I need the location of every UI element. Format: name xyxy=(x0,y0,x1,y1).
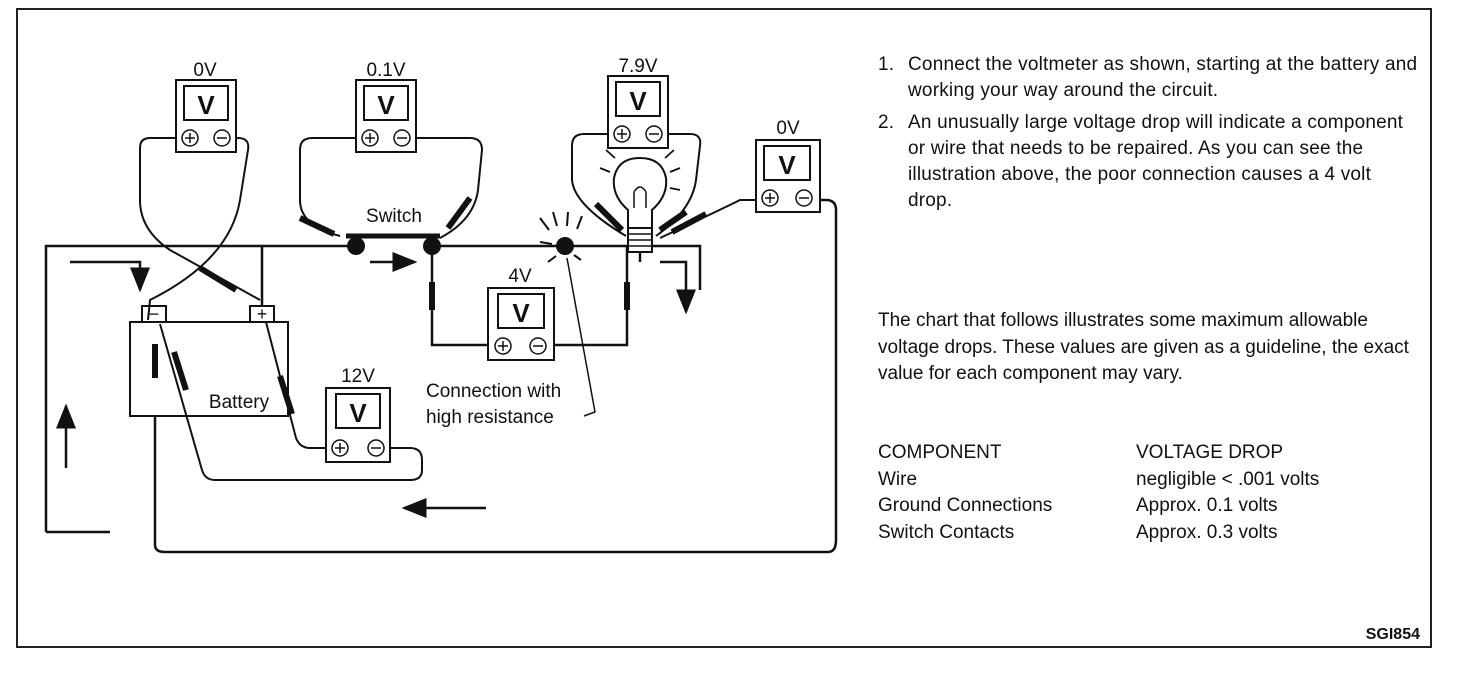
voltmeter-battery: 12V V xyxy=(325,366,391,463)
table-cell-voltage-drop: Approx. 0.1 volts xyxy=(1136,495,1278,517)
meter-symbol: V xyxy=(377,90,395,120)
voltage-drop-table: COMPONENT VOLTAGE DROP Wire negligible <… xyxy=(878,440,1319,546)
table-row: Wire negligible < .001 volts xyxy=(878,467,1319,494)
table-row: Switch Contacts Approx. 0.3 volts xyxy=(878,520,1319,547)
table-header-voltage-drop: VOLTAGE DROP xyxy=(1136,442,1284,464)
switch: Switch xyxy=(346,206,441,255)
battery-positive-terminal: + xyxy=(257,304,268,324)
step-number: 1. xyxy=(878,54,895,75)
figure-frame xyxy=(16,8,1432,648)
battery-negative-terminal: − xyxy=(149,304,160,324)
voltmeter-ground: 0V V xyxy=(755,118,821,213)
meter-reading: 0.1V xyxy=(366,60,405,81)
table-cell-voltage-drop: Approx. 0.3 volts xyxy=(1136,521,1278,543)
light-bulb xyxy=(599,134,681,262)
meter-reading: 0V xyxy=(193,60,217,81)
voltmeter-battery-ground: 0V V xyxy=(175,60,237,153)
meter-reading: 12V xyxy=(341,366,375,387)
table-cell-component: Wire xyxy=(878,468,918,490)
table-header-row: COMPONENT VOLTAGE DROP xyxy=(878,440,1319,467)
meter-symbol: V xyxy=(512,298,530,328)
current-arrows xyxy=(56,252,696,518)
table-cell-component: Ground Connections xyxy=(878,495,1053,517)
connection-label-line1: Connection with xyxy=(426,381,561,402)
voltmeter-switch: 0.1V V xyxy=(355,60,417,153)
table-cell-component: Switch Contacts xyxy=(878,521,1015,543)
meter-reading: 4V xyxy=(508,266,532,287)
meter-symbol: V xyxy=(778,150,796,180)
chart-intro-text: The chart that follows illustrates some … xyxy=(878,310,1409,384)
switch-label: Switch xyxy=(366,206,422,227)
step-text: Connect the voltmeter as shown, starting… xyxy=(908,54,1418,101)
meter-leads xyxy=(139,133,768,481)
high-resistance-connection: Connection with high resistance xyxy=(426,211,596,428)
test-probes xyxy=(152,196,708,415)
step-number: 2. xyxy=(878,112,895,133)
battery-label: Battery xyxy=(209,392,270,413)
connection-label-line2: high resistance xyxy=(426,407,554,428)
instructions: 1. Connect the voltmeter as shown, start… xyxy=(878,52,1418,214)
figure-id: SGI854 xyxy=(1365,626,1420,643)
table-header-component: COMPONENT xyxy=(878,442,1002,464)
meter-symbol: V xyxy=(349,398,367,428)
circuit-wires xyxy=(44,198,838,554)
meter-reading: 7.9V xyxy=(618,56,657,77)
voltmeter-bulb: 7.9V V xyxy=(607,56,669,149)
step-text: An unusually large voltage drop will ind… xyxy=(908,112,1404,211)
voltmeter-connection: 4V V xyxy=(487,266,555,361)
table-row: Ground Connections Approx. 0.1 volts xyxy=(878,493,1319,520)
meter-symbol: V xyxy=(197,90,215,120)
instruction-step-1: 1. Connect the voltmeter as shown, start… xyxy=(878,52,1418,104)
meter-symbol: V xyxy=(629,86,647,116)
meter-reading: 0V xyxy=(776,118,800,139)
instruction-step-2: 2. An unusually large voltage drop will … xyxy=(878,110,1418,214)
table-cell-voltage-drop: negligible < .001 volts xyxy=(1136,468,1320,490)
